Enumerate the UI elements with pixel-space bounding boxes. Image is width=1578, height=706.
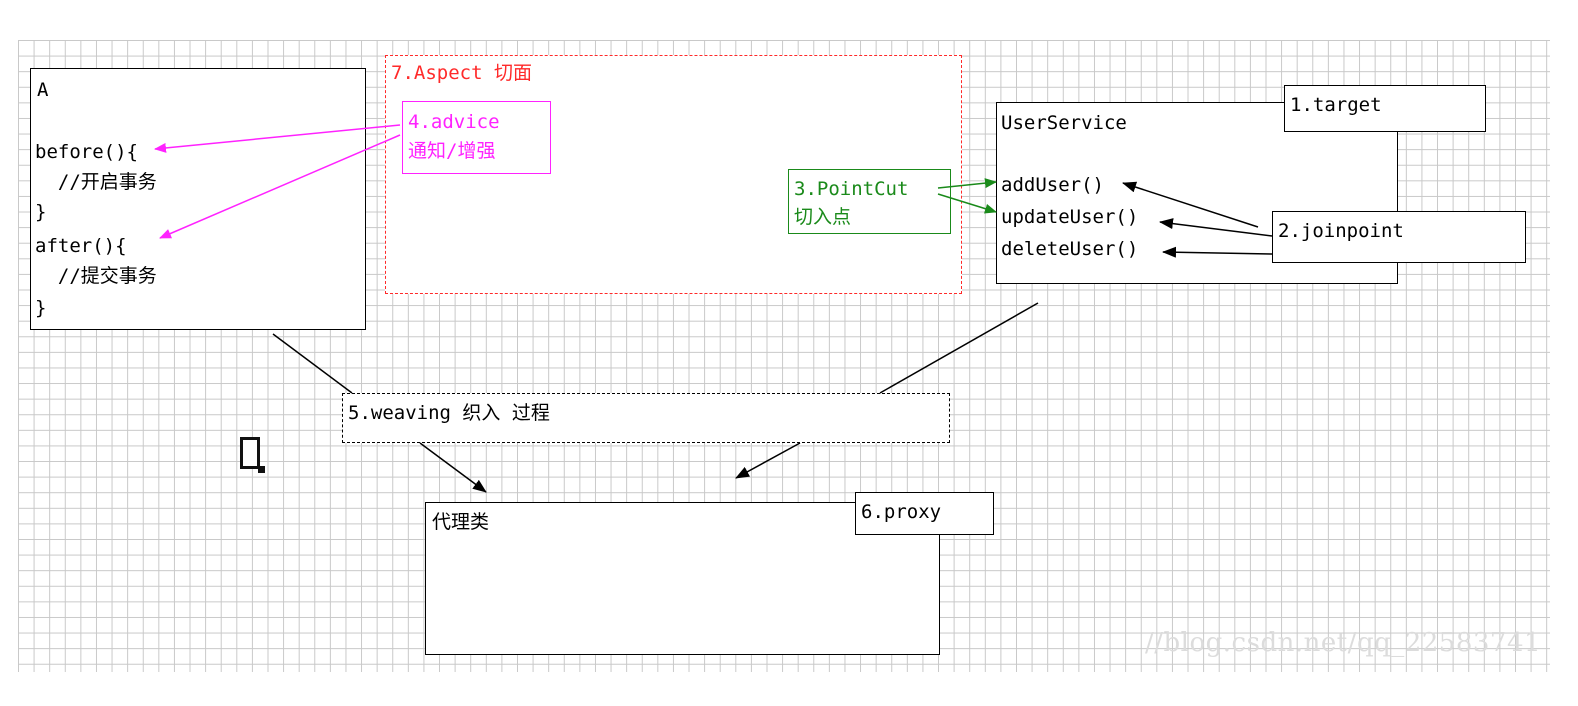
class-a-line-after: after(){: [35, 235, 127, 257]
weaving-label: 5.weaving 织入 过程: [348, 402, 550, 424]
advice-to-after-arrow: [159, 134, 401, 239]
method-update-user: updateUser(): [1001, 206, 1139, 228]
user-service-name: UserService: [1001, 112, 1127, 134]
class-a-name: A: [37, 79, 49, 101]
class-a-line-close-1: }: [35, 201, 47, 223]
pointcut-to-adduser-arrow: [937, 178, 997, 189]
joinpoint-to-deleteuser-arrow: [1162, 246, 1273, 258]
proxy-class-box: 代理类: [425, 502, 940, 655]
advice-label: 4.advice: [408, 111, 500, 133]
watermark: //blog.csdn.net/qq_22583741: [1145, 628, 1542, 658]
joinpoint-box: 2.joinpoint: [1272, 211, 1526, 263]
class-a-line-before: before(){: [35, 141, 138, 163]
pointcut-to-updateuser-arrow: [937, 193, 997, 214]
proxy-class-label: 代理类: [432, 511, 490, 533]
class-a-box: A before(){ //开启事务 } after(){ //提交事务 }: [30, 68, 366, 330]
joinpoint-to-updateuser-arrow: [1159, 218, 1273, 237]
joinpoint-to-adduser-arrow: [1122, 181, 1259, 228]
pointcut-label-cn: 切入点: [794, 206, 852, 228]
weaving-to-proxy-arrow-left: [419, 442, 487, 493]
method-delete-user: deleteUser(): [1001, 238, 1139, 260]
advice-label-cn: 通知/增强: [408, 140, 496, 162]
weaving-to-proxy-arrow-right: [735, 442, 801, 479]
advice-box: 4.advice 通知/增强: [402, 101, 551, 174]
proxy-box: 6.proxy: [855, 492, 994, 535]
cursor-square-icon: [240, 437, 260, 469]
class-a-line-close-2: }: [35, 297, 47, 319]
target-label: 1.target: [1290, 94, 1382, 116]
joinpoint-label: 2.joinpoint: [1278, 220, 1404, 242]
a-to-weaving-line: [272, 333, 353, 394]
method-add-user: addUser(): [1001, 174, 1104, 196]
aspect-label: 7.Aspect 切面: [391, 62, 532, 84]
advice-to-before-arrow: [154, 124, 401, 153]
proxy-label: 6.proxy: [861, 501, 942, 523]
weaving-box: 5.weaving 织入 过程: [342, 393, 950, 443]
cursor-square-handle-icon: [258, 466, 265, 473]
target-box: 1.target: [1284, 85, 1486, 132]
userservice-to-weaving-line: [879, 302, 1039, 394]
pointcut-label: 3.PointCut: [794, 178, 909, 200]
class-a-line-comment-begin: //开启事务: [35, 171, 157, 193]
pointcut-box: 3.PointCut 切入点: [788, 169, 951, 234]
class-a-line-comment-commit: //提交事务: [35, 265, 157, 287]
